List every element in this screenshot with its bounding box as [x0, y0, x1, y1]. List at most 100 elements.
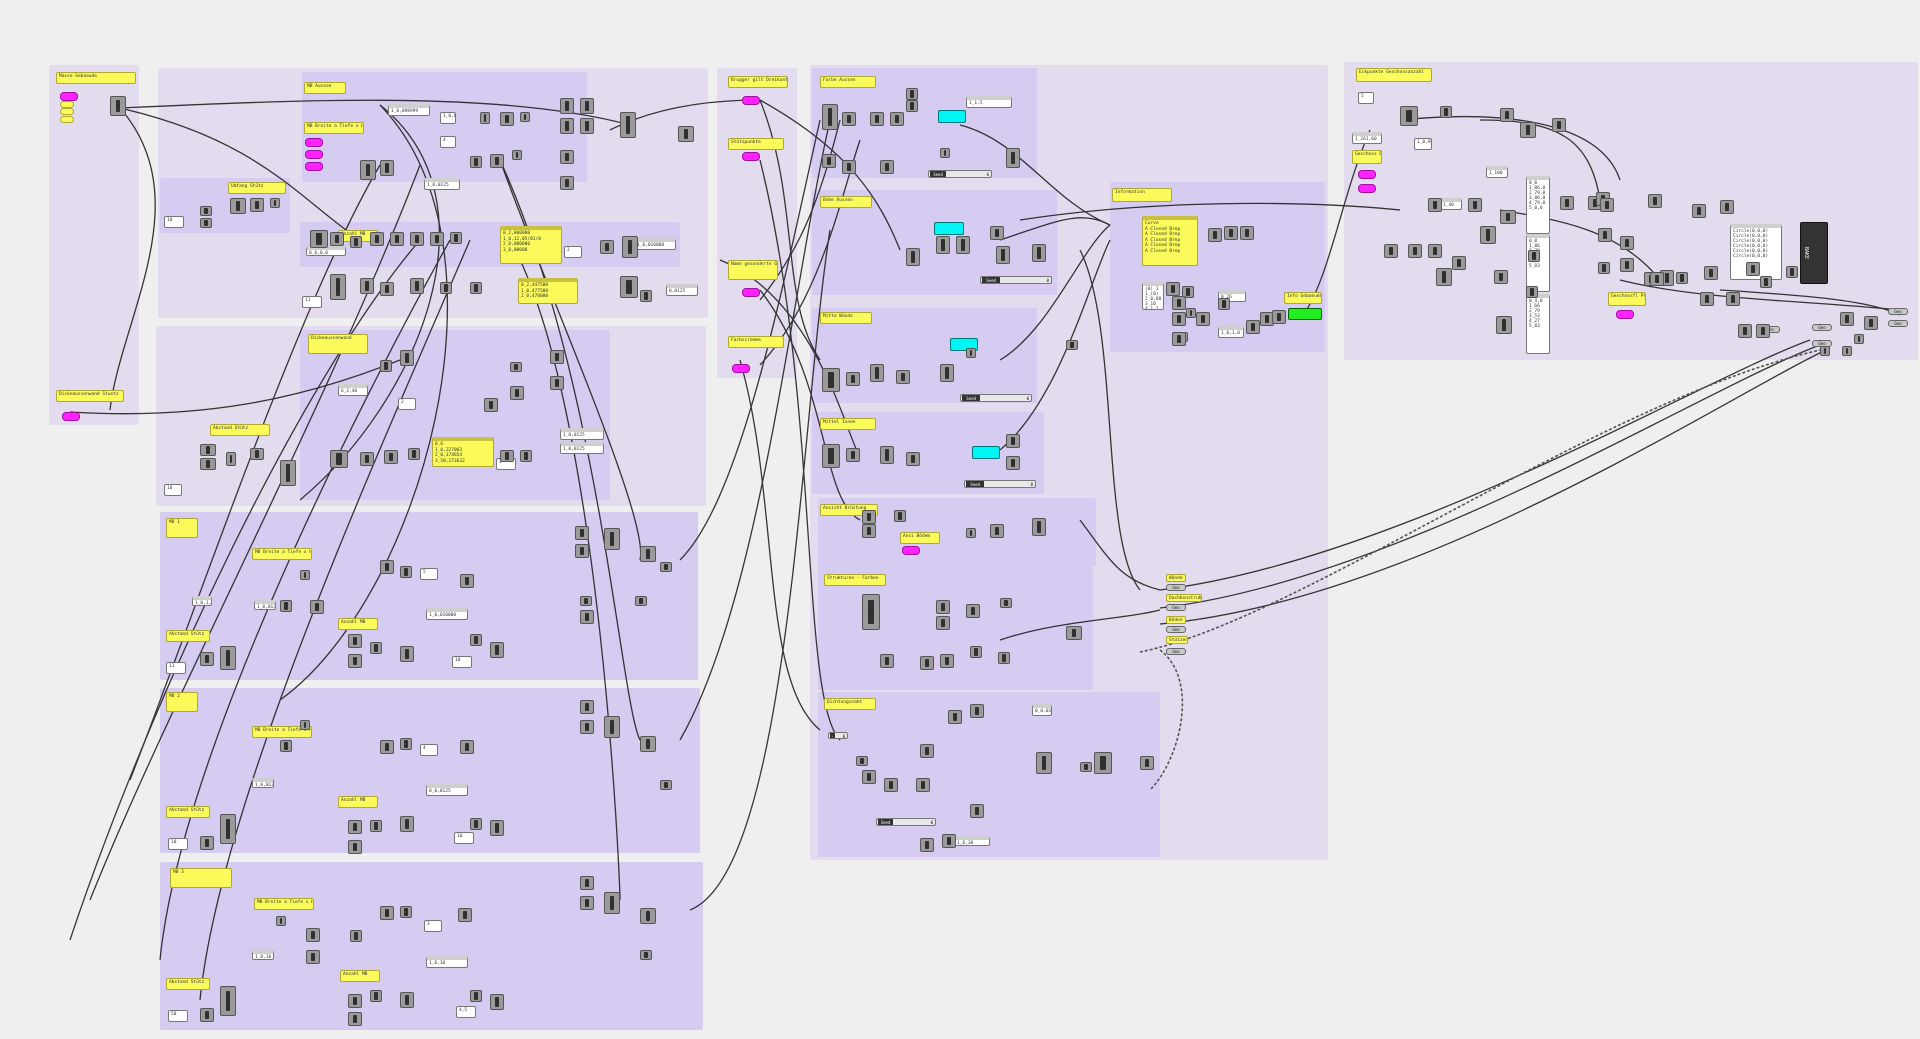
component-node[interactable] [1224, 226, 1238, 240]
component-node[interactable] [640, 736, 656, 752]
component-node[interactable] [870, 364, 884, 382]
param-pin-4[interactable] [60, 116, 74, 123]
bake-component[interactable]: BAKE [1800, 222, 1828, 284]
component-node[interactable] [300, 570, 310, 580]
component-node[interactable] [1436, 268, 1452, 286]
component-node[interactable] [380, 906, 394, 920]
component-node[interactable] [480, 112, 490, 124]
num-14[interactable]: 10 [454, 832, 474, 844]
component-node[interactable] [520, 450, 532, 462]
component-node[interactable] [512, 150, 522, 160]
component-node[interactable] [920, 838, 934, 852]
component-node[interactable] [1704, 266, 1718, 280]
param-pin-11[interactable] [742, 288, 760, 297]
component-node[interactable] [600, 240, 614, 254]
num-15[interactable]: 3 [424, 920, 442, 932]
component-node[interactable] [220, 986, 236, 1016]
component-node[interactable] [604, 892, 620, 914]
component-node[interactable] [348, 654, 362, 668]
component-node[interactable] [380, 560, 394, 574]
component-node[interactable] [560, 176, 574, 190]
component-node[interactable] [276, 916, 286, 926]
component-node[interactable] [560, 118, 574, 134]
component-node[interactable] [1172, 312, 1186, 326]
component-node[interactable] [970, 804, 984, 818]
component-node[interactable] [622, 236, 638, 258]
component-node[interactable] [370, 990, 382, 1002]
component-node[interactable] [1428, 244, 1442, 258]
component-node[interactable] [1452, 256, 1466, 270]
component-node[interactable] [620, 276, 638, 298]
component-node[interactable] [906, 88, 918, 100]
component-node[interactable] [1036, 752, 1052, 774]
component-node[interactable] [936, 236, 950, 254]
component-node[interactable] [110, 96, 126, 116]
component-node[interactable] [360, 278, 374, 294]
component-node[interactable] [846, 448, 860, 462]
component-node[interactable] [906, 452, 920, 466]
component-node[interactable] [310, 600, 324, 614]
component-node[interactable] [1480, 226, 1496, 244]
param-pin-1[interactable] [60, 92, 78, 101]
component-node[interactable] [894, 510, 906, 522]
component-node[interactable] [400, 738, 412, 750]
component-node[interactable] [380, 282, 394, 296]
component-node[interactable] [920, 744, 934, 758]
component-node[interactable] [470, 156, 482, 168]
component-node[interactable] [640, 546, 656, 562]
num-9[interactable]: 5 [420, 568, 438, 580]
component-node[interactable] [580, 118, 594, 134]
component-node[interactable] [966, 348, 976, 358]
color-swatch-cyan-2[interactable] [934, 222, 964, 235]
component-node[interactable] [1468, 198, 1482, 212]
component-node[interactable] [560, 98, 574, 114]
param-pin-15[interactable] [1358, 184, 1376, 193]
component-node[interactable] [410, 232, 424, 246]
component-node[interactable] [1692, 204, 1706, 218]
num-6[interactable]: 2 [398, 398, 416, 410]
param-pin-2[interactable] [60, 101, 74, 108]
component-node[interactable] [330, 232, 344, 246]
component-node[interactable] [360, 452, 374, 466]
component-node[interactable] [822, 154, 836, 168]
param-pin-7[interactable] [305, 150, 323, 159]
component-node[interactable] [1272, 310, 1286, 324]
component-node[interactable] [270, 198, 280, 208]
relay-4[interactable]: Geo [1166, 648, 1186, 655]
component-node[interactable] [1738, 324, 1752, 338]
component-node[interactable] [520, 112, 530, 122]
component-node[interactable] [1676, 272, 1688, 284]
component-node[interactable] [970, 704, 984, 718]
num-17[interactable]: 4,5 [456, 1006, 476, 1018]
component-node[interactable] [1218, 298, 1230, 310]
param-pin-16[interactable] [1616, 310, 1634, 319]
component-node[interactable] [862, 770, 876, 784]
relay-3[interactable]: Geo [1166, 626, 1186, 633]
param-pin-10[interactable] [742, 152, 760, 161]
component-node[interactable] [350, 236, 362, 248]
component-node[interactable] [380, 740, 394, 754]
component-node[interactable] [200, 1008, 214, 1022]
num-12[interactable]: 4 [420, 744, 438, 756]
relay-7[interactable]: Geo [1812, 324, 1832, 331]
component-node[interactable] [1260, 312, 1274, 326]
component-node[interactable] [1166, 282, 1180, 296]
component-node[interactable] [846, 372, 860, 386]
component-node[interactable] [1000, 598, 1012, 608]
component-node[interactable] [1560, 196, 1574, 210]
num-5[interactable]: 11 [302, 296, 322, 308]
component-node[interactable] [822, 104, 838, 130]
component-node[interactable] [408, 448, 420, 460]
component-node[interactable] [226, 452, 236, 466]
param-pin-5[interactable] [62, 412, 80, 421]
component-node[interactable] [348, 1012, 362, 1026]
component-node[interactable] [490, 642, 504, 658]
num-1[interactable]: 10 [164, 216, 184, 228]
component-node[interactable] [560, 150, 574, 164]
component-node[interactable] [390, 232, 404, 246]
component-node[interactable] [1648, 194, 1662, 208]
component-node[interactable] [906, 248, 920, 266]
component-node[interactable] [640, 908, 656, 924]
